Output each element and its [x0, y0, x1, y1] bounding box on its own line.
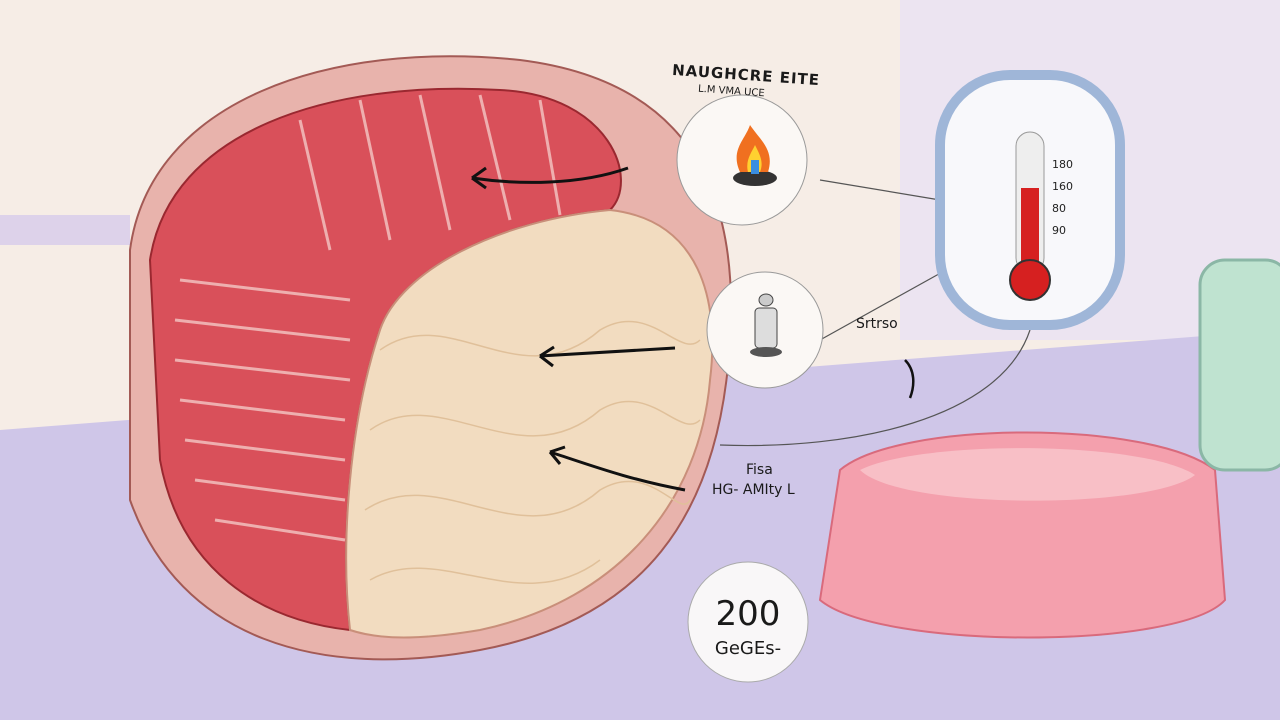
thermometer-tick: 160 [1052, 180, 1073, 193]
arrows [471, 166, 686, 492]
gelatin-top [860, 448, 1195, 501]
connective-tissue [345, 208, 714, 639]
connector-lines [719, 179, 1031, 447]
middle-label-line2: HG- AMIty L [712, 482, 795, 498]
middle-label-line1: Fisa [746, 462, 773, 478]
side-label: Srtrso [856, 316, 898, 332]
badge-unit: GeGEs- [714, 638, 782, 659]
badge-number: 200 [715, 594, 781, 634]
thermometer-tick: 80 [1052, 202, 1066, 215]
flame-icon [733, 125, 777, 186]
valve-icon [750, 293, 782, 357]
jar [1198, 258, 1280, 472]
wall-stripe [0, 215, 130, 245]
thermometer-tick: 180 [1052, 158, 1073, 171]
thermometer-tick: 90 [1052, 224, 1066, 237]
collagen-strands [364, 320, 701, 584]
muscle-striations [174, 94, 562, 542]
thermometer-icon [1009, 131, 1051, 301]
badge-circle [687, 561, 809, 683]
